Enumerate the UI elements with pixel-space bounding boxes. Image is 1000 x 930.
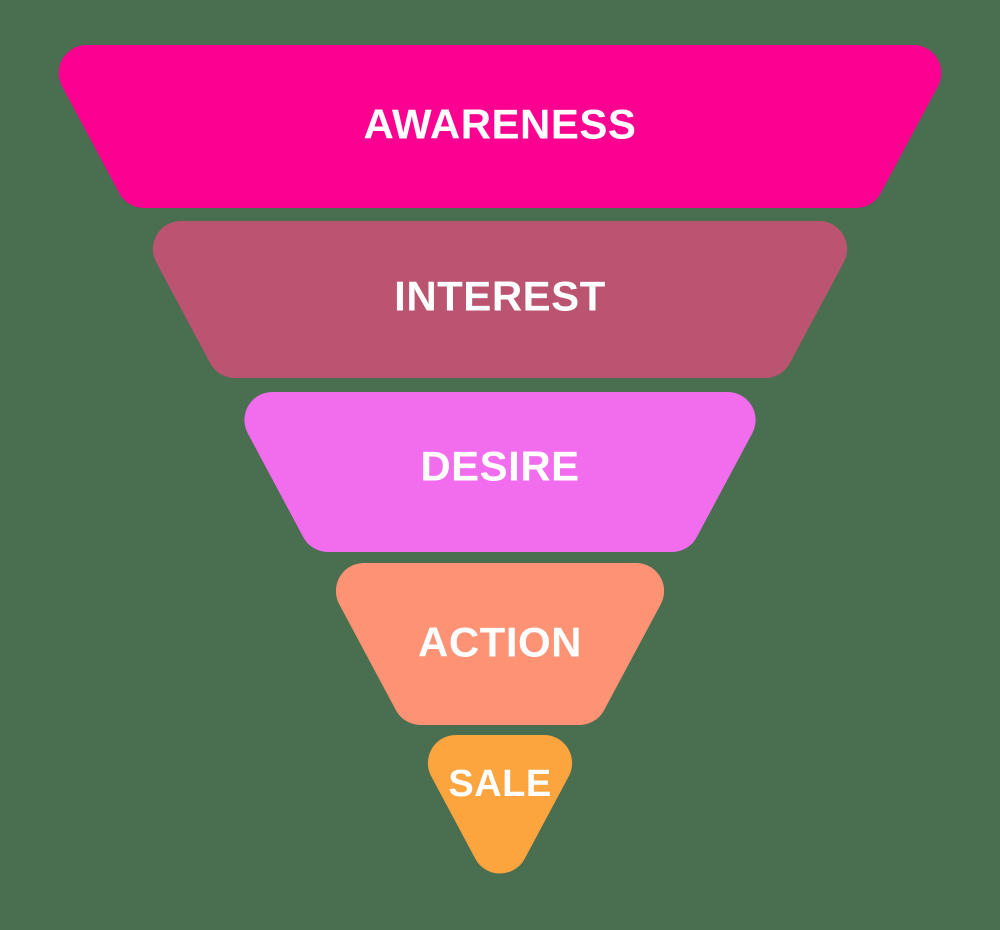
funnel-level-interest <box>152 221 848 378</box>
funnel-level-sale <box>427 735 573 874</box>
funnel-level-label-awareness: AWARENESS <box>364 101 637 148</box>
funnel-level-awareness <box>58 45 942 208</box>
funnel-level-label-desire: DESIRE <box>420 443 579 490</box>
funnel-level-label-sale: SALE <box>448 763 551 805</box>
funnel-level-desire <box>244 392 756 552</box>
funnel-level-action <box>335 563 665 725</box>
funnel-level-label-action: ACTION <box>418 619 582 666</box>
funnel-level-label-interest: INTEREST <box>394 273 606 320</box>
